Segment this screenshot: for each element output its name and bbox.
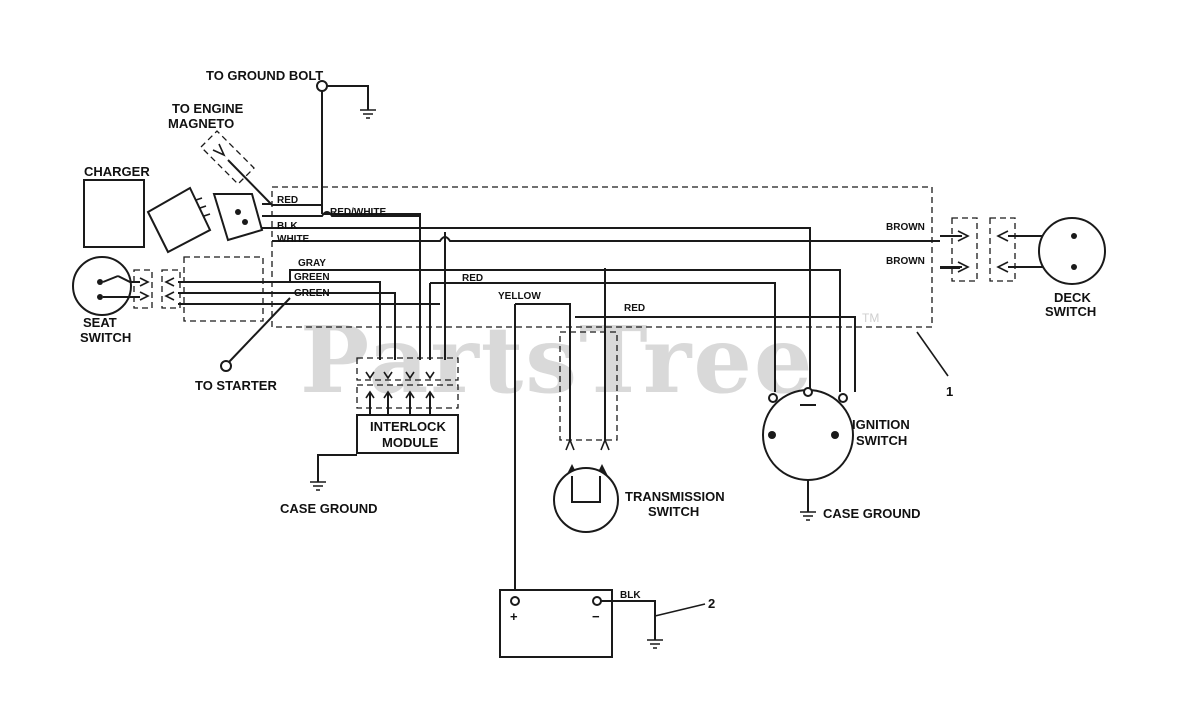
wire-gray-label: GRAY: [298, 258, 326, 269]
seat-switch-label: SWITCH: [80, 330, 131, 345]
battery-minus-label: −: [592, 609, 600, 624]
wire-labels: RED RED/WHITE BLK WHITE GRAY GREEN GREEN…: [277, 195, 925, 314]
ground-bolt-connection: TO GROUND BOLT: [206, 68, 376, 214]
wire-red-mid-label: RED: [462, 273, 483, 284]
wire-brown-2-label: BROWN: [886, 256, 925, 267]
harness-outline: [271, 186, 933, 328]
to-engine-label: TO ENGINE: [172, 101, 244, 116]
seat-label: SEAT: [83, 315, 117, 330]
wire-red-white-label: RED/WHITE: [330, 207, 386, 218]
magneto-label: MAGNETO: [168, 116, 234, 131]
wire-blk-label: BLK: [277, 221, 298, 232]
case-ground-left-label: CASE GROUND: [280, 501, 378, 516]
seat-switch: SEAT SWITCH: [72, 256, 264, 345]
battery-plus-label: +: [510, 609, 518, 624]
transmission-switch: TRANSMISSION SWITCH: [553, 331, 725, 533]
transmission-label: TRANSMISSION: [625, 489, 725, 504]
wire-red-label: RED: [277, 195, 298, 206]
ignition-label: IGNITION: [852, 417, 910, 432]
case-ground-right-label: CASE GROUND: [823, 506, 921, 521]
deck-label: DECK: [1054, 290, 1091, 305]
ignition-switch-label: SWITCH: [856, 433, 907, 448]
wire-red-lower-label: RED: [624, 303, 645, 314]
to-ground-bolt-label: TO GROUND BOLT: [206, 68, 323, 83]
harness-wires-upper: [272, 204, 940, 390]
wire-green-2-label: GREEN: [294, 288, 330, 299]
callout-1-label: 1: [946, 384, 953, 399]
callout-1: 1: [916, 331, 953, 399]
harness-wires-lower: [178, 267, 960, 440]
wire-blk-battery-label: BLK: [620, 590, 641, 601]
callout-2-label: 2: [708, 596, 715, 611]
wire-yellow-label: YELLOW: [498, 291, 541, 302]
engine-magneto-connector: TO ENGINE MAGNETO: [168, 101, 273, 206]
starter-connection: TO STARTER: [195, 297, 291, 393]
wire-green-1-label: GREEN: [294, 272, 330, 283]
watermark-text: PartsTree: [300, 306, 814, 414]
battery: + − BLK 2: [499, 304, 715, 658]
to-starter-label: TO STARTER: [195, 378, 277, 393]
deck-switch-label: SWITCH: [1045, 304, 1096, 319]
wire-white-label: WHITE: [277, 234, 310, 245]
transmission-switch-label: SWITCH: [648, 504, 699, 519]
deck-switch: DECK SWITCH: [940, 217, 1106, 319]
interlock-module: INTERLOCK MODULE CASE GROUND: [280, 357, 459, 516]
trademark-mark: TM: [862, 311, 879, 325]
charger-label: CHARGER: [84, 164, 150, 179]
module-label: MODULE: [382, 435, 439, 450]
ignition-switch: IGNITION SWITCH CASE GROUND: [762, 387, 921, 521]
interlock-label: INTERLOCK: [370, 419, 446, 434]
charger: CHARGER: [83, 164, 272, 254]
wire-brown-1-label: BROWN: [886, 222, 925, 233]
